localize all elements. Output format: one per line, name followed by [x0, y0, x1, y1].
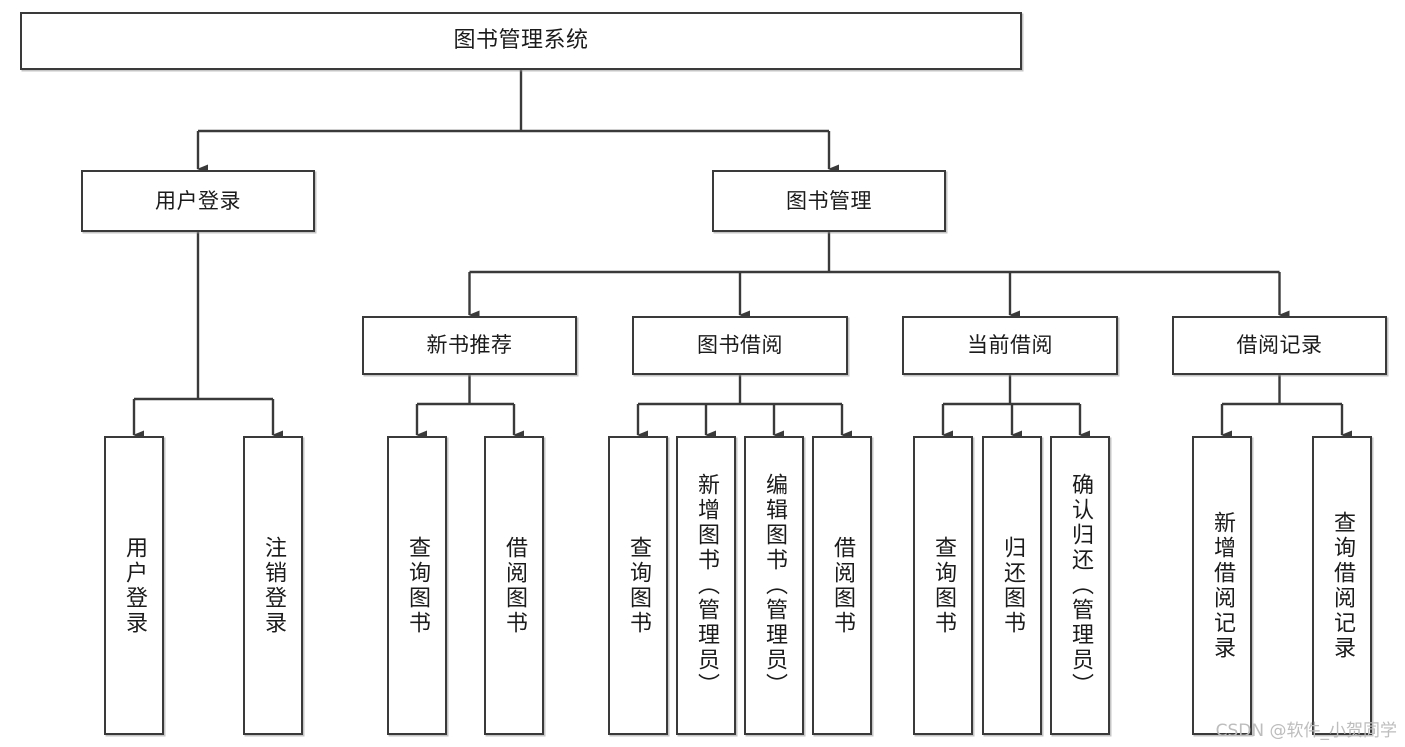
node-label: 注销登录 [261, 535, 286, 636]
node-label: 查询图书 [626, 535, 651, 636]
node-root[interactable]: 图书管理系统 [20, 12, 1022, 70]
node-label: 确认归还（管理员） [1068, 473, 1093, 698]
node-leaf-return-book[interactable]: 归还图书 [982, 436, 1042, 735]
node-leaf-query-book-1[interactable]: 查询图书 [387, 436, 447, 735]
csdn-watermark: CSDN @软件_小贺同学 [1215, 721, 1397, 741]
node-label: 用户登录 [122, 535, 147, 636]
node-book-admin[interactable]: 图书管理 [712, 170, 946, 232]
node-label: 图书管理 [786, 188, 872, 213]
node-leaf-add-record[interactable]: 新增借阅记录 [1192, 436, 1252, 735]
node-new-book-rec[interactable]: 新书推荐 [362, 316, 577, 375]
node-leaf-user-login[interactable]: 用户登录 [104, 436, 164, 735]
node-label: 新书推荐 [426, 333, 513, 358]
node-current-borrow[interactable]: 当前借阅 [902, 316, 1118, 375]
node-label: 借阅图书 [830, 535, 855, 636]
node-leaf-edit-book[interactable]: 编辑图书（管理员） [744, 436, 804, 735]
node-leaf-add-book[interactable]: 新增图书（管理员） [676, 436, 736, 735]
node-label: 新增借阅记录 [1210, 510, 1235, 661]
node-borrow-record[interactable]: 借阅记录 [1172, 316, 1387, 375]
node-label: 借阅记录 [1236, 333, 1323, 358]
node-label: 借阅图书 [502, 535, 527, 636]
node-label: 用户登录 [155, 188, 241, 213]
node-label: 查询图书 [931, 535, 956, 636]
node-leaf-query-book-3[interactable]: 查询图书 [913, 436, 973, 735]
node-label: 新增图书（管理员） [694, 473, 719, 698]
node-label: 查询借阅记录 [1330, 510, 1355, 661]
node-leaf-confirm-ret[interactable]: 确认归还（管理员） [1050, 436, 1110, 735]
node-label: 归还图书 [1000, 535, 1025, 636]
node-leaf-borrow-book-2[interactable]: 借阅图书 [812, 436, 872, 735]
node-label: 编辑图书（管理员） [762, 473, 787, 698]
node-book-borrow[interactable]: 图书借阅 [632, 316, 848, 375]
node-label: 图书管理系统 [453, 28, 589, 54]
node-label: 图书借阅 [697, 333, 783, 358]
node-leaf-logout[interactable]: 注销登录 [243, 436, 303, 735]
node-label: 查询图书 [405, 535, 430, 636]
node-user-login[interactable]: 用户登录 [81, 170, 315, 232]
node-leaf-borrow-book-1[interactable]: 借阅图书 [484, 436, 544, 735]
node-leaf-query-record[interactable]: 查询借阅记录 [1312, 436, 1372, 735]
node-leaf-query-book-2[interactable]: 查询图书 [608, 436, 668, 735]
node-label: 当前借阅 [967, 333, 1053, 358]
